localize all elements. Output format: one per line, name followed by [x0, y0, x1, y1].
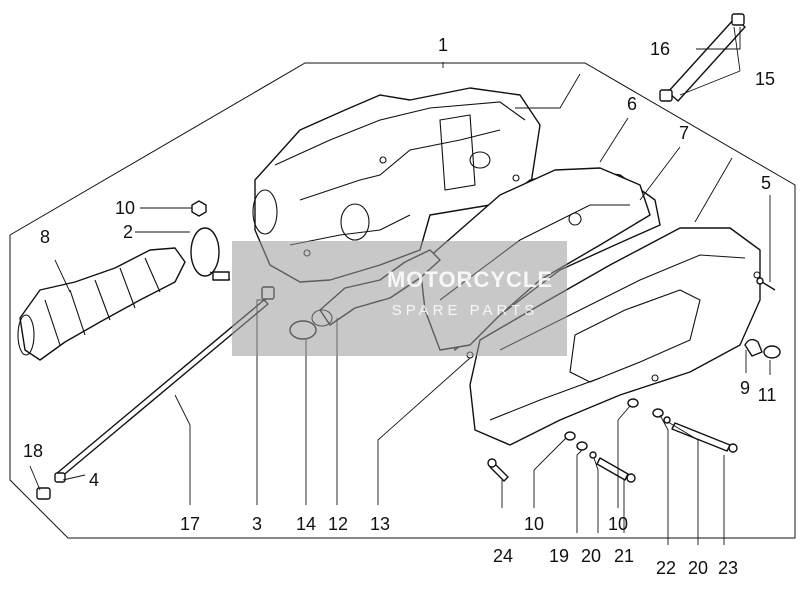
callout-18: 18 — [23, 441, 43, 461]
callout-11: 11 — [758, 385, 777, 405]
tube-16 — [667, 17, 746, 102]
hose-clamp-2 — [190, 227, 231, 281]
washer-10-right — [627, 398, 639, 408]
callout-4: 4 — [89, 470, 99, 490]
assembly-frame — [9, 62, 796, 539]
callout-1: 1 — [438, 35, 448, 55]
callout-22: 22 — [656, 558, 676, 578]
washer-10-bottom — [564, 431, 576, 441]
callout-12: 12 — [328, 514, 348, 534]
callout-14: 14 — [296, 514, 316, 534]
callout-9: 9 — [740, 378, 750, 398]
callout-21: 21 — [614, 546, 634, 566]
callout-17: 17 — [180, 514, 200, 534]
callout-6: 6 — [627, 94, 637, 114]
callout-23: 23 — [718, 558, 738, 578]
watermark-box — [232, 241, 567, 356]
watermark-line-2: SPARE PARTS — [392, 302, 539, 319]
callout-2: 2 — [123, 222, 133, 242]
washer-20-right — [663, 416, 671, 424]
cap-18 — [36, 487, 51, 500]
clip-4 — [54, 472, 66, 483]
callout-3: 3 — [252, 514, 262, 534]
clip-9 — [744, 338, 763, 357]
callout-7: 7 — [679, 123, 689, 143]
callout-10-top: 10 — [115, 198, 135, 218]
watermark: MOTORCYCLE SPARE PARTS — [232, 241, 567, 356]
callout-13: 13 — [370, 514, 390, 534]
callout-20-right: 20 — [688, 558, 708, 578]
screw-5 — [756, 277, 776, 291]
callout-5: 5 — [761, 173, 771, 193]
callout-16: 16 — [650, 39, 670, 59]
callout-24: 24 — [493, 546, 513, 566]
cap-15-bottom — [659, 89, 673, 102]
nut-10-top — [191, 200, 207, 217]
grommet-11 — [763, 345, 781, 359]
washer-20-left — [589, 451, 597, 459]
screw-23 — [671, 422, 738, 453]
washer-22 — [652, 408, 664, 418]
callout-10-right: 10 — [608, 514, 628, 534]
watermark-line-1: MOTORCYCLE — [387, 267, 553, 292]
screw-21 — [596, 457, 636, 483]
intake-duct-8 — [17, 247, 186, 361]
screw-24 — [487, 458, 509, 482]
callout-10-bottom: 10 — [524, 514, 544, 534]
callout-15: 15 — [755, 69, 775, 89]
callout-labels: 1 2 3 4 5 6 7 8 9 10 10 10 11 12 13 14 1… — [23, 35, 776, 578]
cap-15-top — [731, 13, 745, 26]
callout-19: 19 — [549, 546, 569, 566]
callout-20-left: 20 — [581, 546, 601, 566]
callout-8: 8 — [40, 227, 50, 247]
washer-19 — [576, 441, 588, 451]
